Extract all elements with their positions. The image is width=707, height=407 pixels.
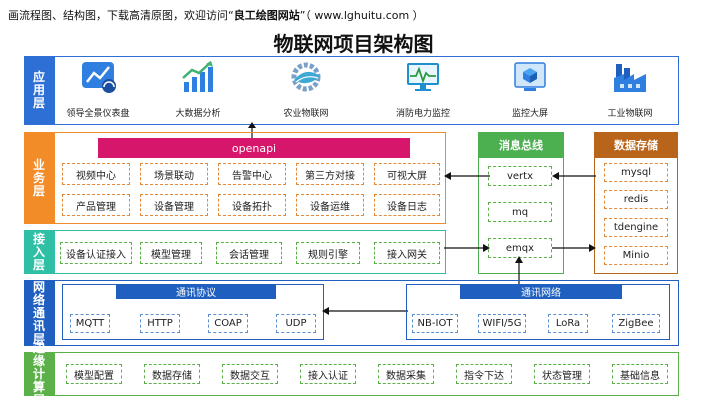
page-title: 物联网项目架构图 (273, 32, 434, 56)
layer-label-network-text: 网络通讯层 (32, 279, 45, 346)
bus-item-mq[interactable]: mq (488, 202, 552, 222)
access-layer-frame (54, 230, 446, 274)
app-label-bigdata: 大数据分析 (175, 109, 221, 119)
layer-label-business-text: 业务层 (32, 157, 45, 198)
business-item[interactable]: 设备日志 (374, 194, 440, 216)
network-item[interactable]: ZigBee (612, 314, 660, 333)
network-item[interactable]: LoRa (548, 314, 588, 333)
edge-item[interactable]: 数据采集 (378, 364, 434, 384)
factory-icon (614, 64, 646, 92)
top-note: 画流程图、结构图，下载高清原图，欢迎访问“良工绘图网站”（ www.lghuit… (8, 7, 424, 23)
network-to-protocol-arrow (322, 307, 408, 315)
edge-item[interactable]: 状态管理 (534, 364, 590, 384)
network-layer-frame (54, 280, 679, 346)
protocol-item[interactable]: MQTT (70, 314, 110, 333)
edge-item[interactable]: 基础信息 (612, 364, 668, 384)
access-item[interactable]: 接入网关 (374, 242, 440, 264)
bus-item-vertx[interactable]: vertx (488, 166, 552, 186)
layer-label-access-text: 接入层 (32, 231, 45, 272)
layer-label-app: 应用层 (24, 56, 54, 125)
top-note-prefix: 画流程图、结构图，下载高清原图，欢迎访问“ (8, 9, 234, 22)
bus-item-emqx[interactable]: emqx (488, 238, 552, 258)
storage-to-bus-arrow (552, 172, 596, 180)
storage-item[interactable]: mysql (604, 163, 668, 182)
layer-label-edge-text: 边缘计算层 (32, 340, 45, 407)
business-item[interactable]: 设备管理 (140, 194, 208, 216)
network-to-bus-arrow (515, 256, 523, 286)
network-item[interactable]: NB-IOT (412, 314, 458, 333)
app-label-fire: 消防电力监控 (395, 109, 450, 119)
openapi-bar[interactable]: openapi (98, 138, 410, 158)
business-item[interactable]: 场景联动 (140, 163, 208, 185)
access-item[interactable]: 模型管理 (140, 242, 202, 264)
layer-label-business: 业务层 (24, 132, 54, 224)
business-item[interactable]: 视频中心 (62, 163, 130, 185)
edge-item[interactable]: 模型配置 (66, 364, 122, 384)
business-item[interactable]: 设备拓扑 (218, 194, 286, 216)
layer-label-access: 接入层 (24, 230, 54, 274)
business-item[interactable]: 设备运维 (296, 194, 364, 216)
app-agri[interactable] (288, 60, 324, 98)
cube-screen-icon (514, 62, 546, 91)
edge-layer-frame (54, 352, 679, 396)
network-title: 通讯网络 (460, 284, 622, 299)
protocol-item[interactable]: UDP (276, 314, 316, 333)
network-item[interactable]: WIFI/5G (478, 314, 526, 333)
message-bus-title: 消息总线 (478, 132, 564, 158)
top-note-site[interactable]: 良工绘图网站 (233, 9, 300, 22)
app-label-screen: 监控大屏 (511, 109, 548, 119)
edge-item[interactable]: 数据交互 (222, 364, 278, 384)
app-bigdata[interactable] (180, 60, 216, 98)
app-screen[interactable] (512, 60, 548, 98)
business-item[interactable]: 告警中心 (218, 163, 286, 185)
bar-chart-growth-icon (182, 61, 213, 92)
storage-title: 数据存储 (594, 132, 678, 158)
business-item[interactable]: 第三方对接 (296, 163, 364, 185)
top-note-suffix: ”（ www.lghuitu.com ） (299, 9, 424, 22)
layer-label-edge: 边缘计算层 (24, 341, 54, 406)
app-fire[interactable] (405, 60, 441, 98)
protocol-item[interactable]: HTTP (140, 314, 180, 333)
dashboard-gauge-icon (82, 62, 116, 93)
gear-leaf-icon (291, 62, 321, 92)
app-layer-frame (54, 56, 679, 125)
access-item[interactable]: 规则引擎 (296, 242, 360, 264)
storage-item[interactable]: redis (604, 190, 668, 209)
layer-label-app-text: 应用层 (32, 70, 45, 110)
business-item[interactable]: 可视大屏 (374, 163, 440, 185)
protocol-title: 通讯协议 (116, 284, 276, 299)
access-item[interactable]: 设备认证接入 (60, 242, 132, 264)
access-item[interactable]: 会话管理 (216, 242, 282, 264)
monitor-pulse-icon (407, 63, 439, 91)
access-to-bus-arrow (444, 244, 490, 252)
app-label-dashboard: 领导全景仪表盘 (66, 109, 130, 119)
storage-item[interactable]: Minio (604, 246, 668, 265)
app-label-agri: 农业物联网 (283, 109, 329, 119)
edge-item[interactable]: 指令下达 (456, 364, 512, 384)
business-item[interactable]: 产品管理 (62, 194, 130, 216)
business-layer-frame (54, 132, 446, 224)
storage-item[interactable]: tdengine (604, 218, 668, 237)
app-label-industry: 工业物联网 (607, 109, 653, 119)
protocol-item[interactable]: COAP (208, 314, 248, 333)
app-dashboard[interactable] (80, 60, 116, 98)
bus-to-business-arrow (444, 172, 490, 180)
app-industry[interactable] (612, 60, 648, 98)
layer-label-network: 网络通讯层 (24, 280, 54, 346)
edge-item[interactable]: 接入认证 (300, 364, 356, 384)
bus-to-storage-arrow (552, 244, 596, 252)
edge-item[interactable]: 数据存储 (144, 364, 200, 384)
